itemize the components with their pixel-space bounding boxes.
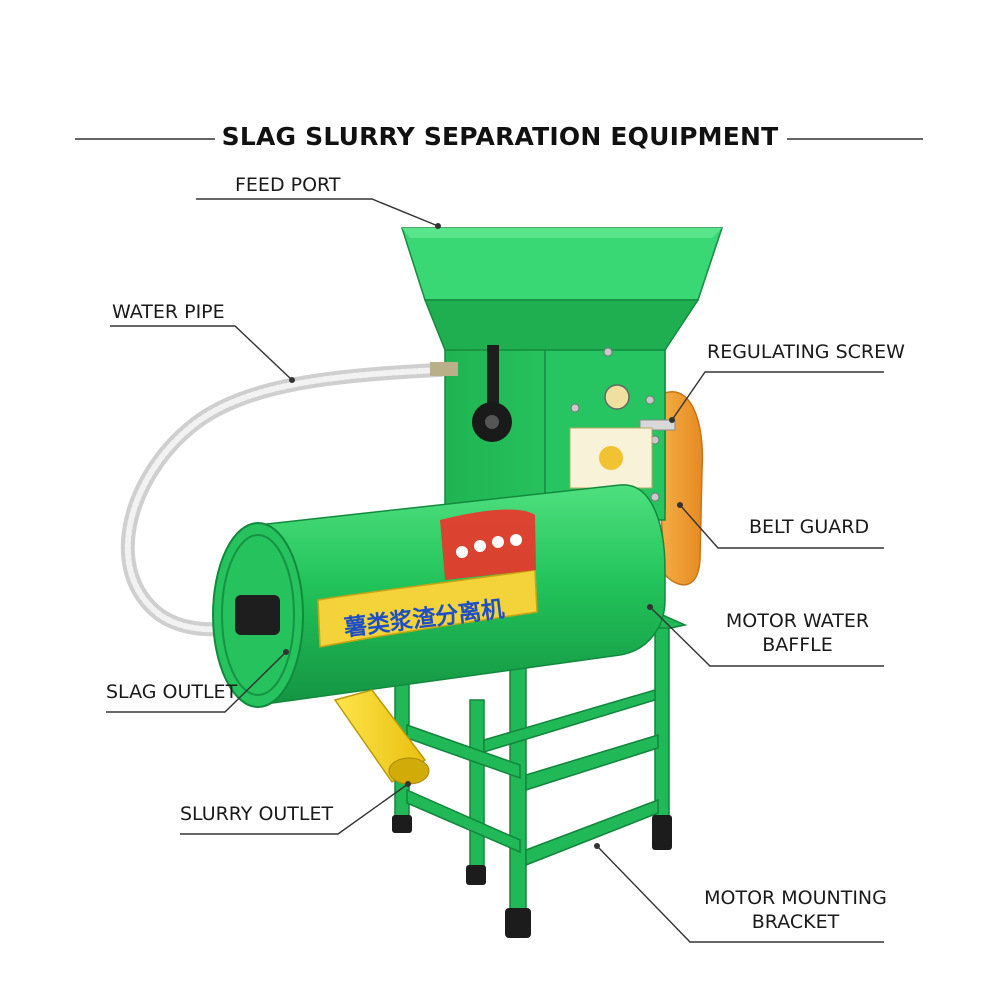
leader-belt-guard [679,504,884,549]
label-motor-mounting-bracket-line2: BRACKET [751,911,840,933]
leader-feed-port [196,198,439,227]
label-motor-water-baffle-line1: MOTOR WATER [725,610,870,632]
label-slag-outlet: SLAG OUTLET [106,681,238,703]
label-water-pipe: WATER PIPE [112,301,225,323]
lever-handle [487,345,499,420]
slurry-outlet-shape [333,689,430,785]
slag-outlet-cap [235,595,280,635]
gauge [604,384,630,410]
label-regulating-screw: REGULATING SCREW [707,341,905,363]
leader-water-pipe [110,325,293,381]
regulating-screw-fitting [639,419,676,431]
pipe-fitting [430,362,458,376]
label-motor-water-baffle: MOTOR WATER BAFFLE [710,609,885,657]
label-motor-water-baffle-line2: BAFFLE [762,634,833,656]
sign-badge [440,509,536,580]
leader-dots [283,223,683,849]
label-belt-guard: BELT GUARD [749,516,870,538]
leader-slurry-outlet [180,783,409,835]
stand-feet [392,815,672,938]
leader-lines [106,198,884,943]
leader-motor-water-baffle [649,606,884,667]
leader-slag-outlet [106,651,287,713]
diagram-title: SLAG SLURRY SEPARATION EQUIPMENT [221,122,779,151]
leader-regulating-screw [671,371,884,421]
nameplate-logo [599,446,623,470]
label-slurry-outlet: SLURRY OUTLET [180,803,334,825]
label-motor-mounting-bracket: MOTOR MOUNTING BRACKET [688,886,903,934]
belt-guard-shape [654,391,704,586]
label-motor-mounting-bracket-line1: MOTOR MOUNTING [704,887,887,909]
leader-motor-mounting-bracket [596,845,884,943]
feed-port-shape [400,227,724,351]
label-feed-port: FEED PORT [235,174,341,196]
